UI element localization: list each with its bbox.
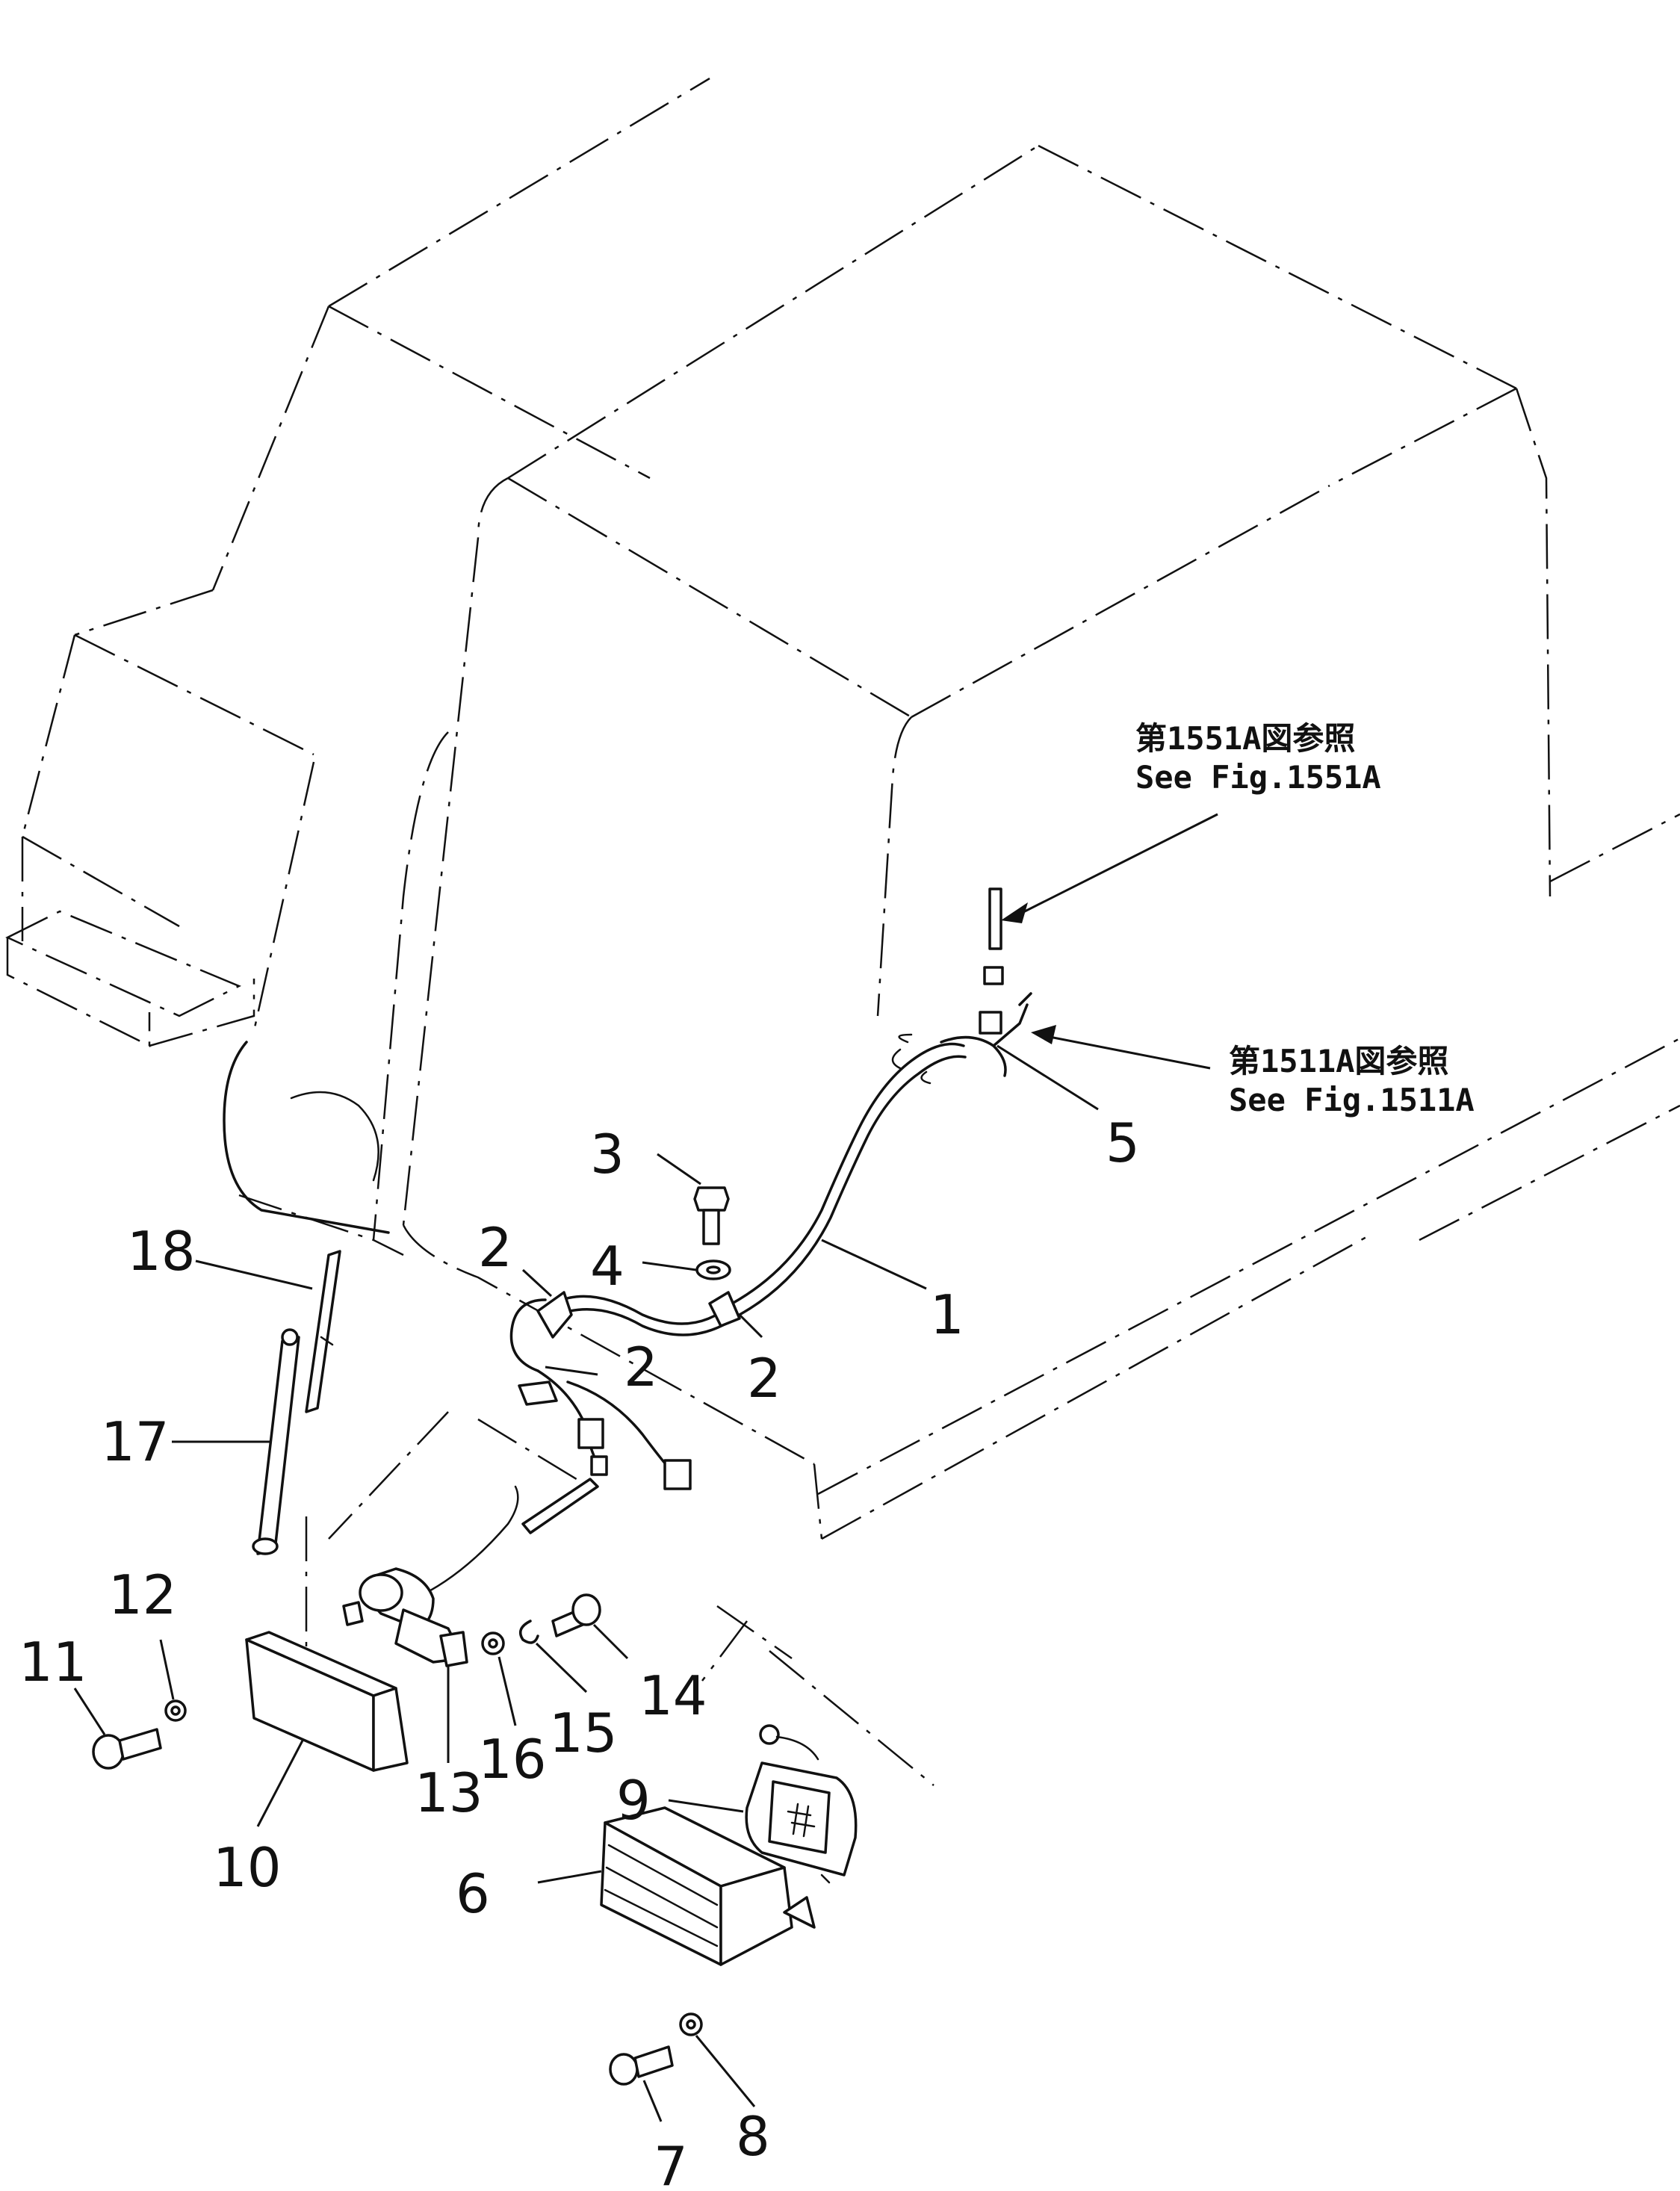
wiper-arm-17: [252, 1328, 300, 1555]
leader-lines: [73, 813, 1218, 2122]
wiper-blade-18: [305, 1250, 341, 1413]
callout-8: 8: [736, 2105, 770, 2168]
washer-16: [481, 1631, 505, 1655]
bolt-11: [92, 1728, 162, 1770]
wiper-motor-13: [342, 1485, 519, 1667]
washer-4: [695, 1259, 731, 1280]
cover-10: [245, 1631, 409, 1772]
wiring-harness: [509, 887, 1032, 1490]
callout-12: 12: [108, 1564, 177, 1626]
callout-16: 16: [478, 1728, 547, 1791]
callout-7: 7: [654, 2135, 688, 2191]
ref-1551-en: See Fig.1551A: [1135, 759, 1381, 796]
callout-10: 10: [213, 1836, 282, 1899]
callout-11: 11: [19, 1631, 87, 1693]
callout-1: 1: [930, 1283, 964, 1346]
callout-18: 18: [127, 1220, 196, 1283]
callout-3: 3: [590, 1123, 624, 1186]
callout-2c: 2: [747, 1347, 781, 1410]
ring-15: [518, 1620, 539, 1644]
callout-5: 5: [1106, 1112, 1140, 1174]
callout-2a: 2: [478, 1216, 512, 1279]
rod: [521, 1478, 599, 1534]
reference-note-1511: 第1511A図参照 See Fig.1511A: [1229, 1043, 1475, 1118]
callout-14: 14: [639, 1664, 707, 1727]
lamp-9: [745, 1724, 858, 1884]
callout-4: 4: [590, 1235, 624, 1298]
bolt-3: [693, 1186, 730, 1245]
callout-17: 17: [101, 1410, 170, 1473]
ref-1551-jp: 第1551A図参照: [1135, 720, 1355, 757]
callout-9: 9: [616, 1769, 651, 1832]
ref-1511-en: See Fig.1511A: [1229, 1082, 1475, 1118]
ref-1511-jp: 第1511A図参照: [1229, 1043, 1448, 1079]
callout-6: 6: [456, 1862, 490, 1925]
washer-8: [679, 2012, 703, 2036]
callout-numbers: 1 2 2 2 3 4 5 6 7 8 9 10 11 12 13 14 15 …: [19, 1112, 1140, 2191]
washer-12: [164, 1699, 187, 1722]
guard-6: [600, 1806, 816, 1966]
callout-13: 13: [415, 1761, 483, 1824]
callout-15: 15: [549, 1702, 618, 1764]
bolt-7: [609, 2045, 674, 2086]
callout-2b: 2: [624, 1336, 658, 1398]
bolt-14: [551, 1593, 601, 1637]
machine-body-outline: [5, 77, 1680, 1786]
reference-note-1551: 第1551A図参照 See Fig.1551A: [1135, 720, 1381, 796]
